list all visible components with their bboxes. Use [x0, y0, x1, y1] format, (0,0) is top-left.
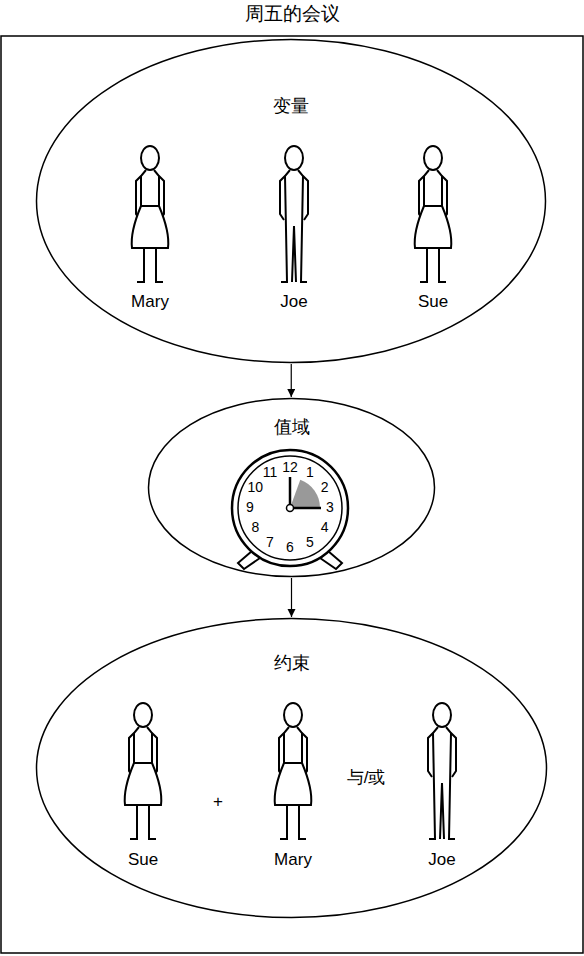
clock-number: 10 [248, 480, 264, 495]
clock-icon [232, 450, 348, 569]
person-name: Mary [274, 851, 312, 870]
clock-number: 11 [263, 466, 278, 481]
outer-frame [1, 36, 583, 953]
clock-number: 9 [246, 500, 254, 515]
person-name: Sue [128, 851, 158, 870]
person-name: Mary [131, 293, 169, 312]
region-heading: 值域 [147, 417, 436, 439]
operator-symbol: + [213, 793, 223, 812]
woman-figure [275, 703, 312, 839]
flow-arrow [291, 578, 292, 617]
clock-number: 2 [321, 480, 329, 495]
clock-number: 12 [282, 460, 298, 475]
person-name: Joe [280, 293, 307, 312]
flow-arrow [291, 364, 292, 397]
clock-number: 5 [306, 535, 314, 550]
man-figure [280, 146, 308, 282]
woman-figure [125, 703, 162, 839]
region-heading: 约束 [35, 653, 548, 675]
woman-figure [132, 146, 169, 282]
clock-number: 1 [306, 466, 314, 481]
clock-number: 7 [266, 535, 274, 550]
diagram-title: 周五的会议 [0, 3, 584, 26]
person-name: Sue [418, 293, 448, 312]
clock-number: 4 [321, 520, 329, 535]
ellipse-outline [35, 38, 547, 364]
person-name: Joe [428, 851, 455, 870]
clock-number: 3 [326, 500, 334, 515]
clock-number: 8 [251, 520, 259, 535]
woman-figure [415, 146, 452, 282]
ellipse-region: 约束 [35, 617, 548, 919]
operator-text: 与/或 [347, 769, 386, 788]
man-figure [428, 703, 456, 839]
clock-number: 6 [286, 540, 294, 555]
region-heading: 变量 [35, 96, 547, 118]
ellipse-region: 变量 [35, 38, 547, 364]
